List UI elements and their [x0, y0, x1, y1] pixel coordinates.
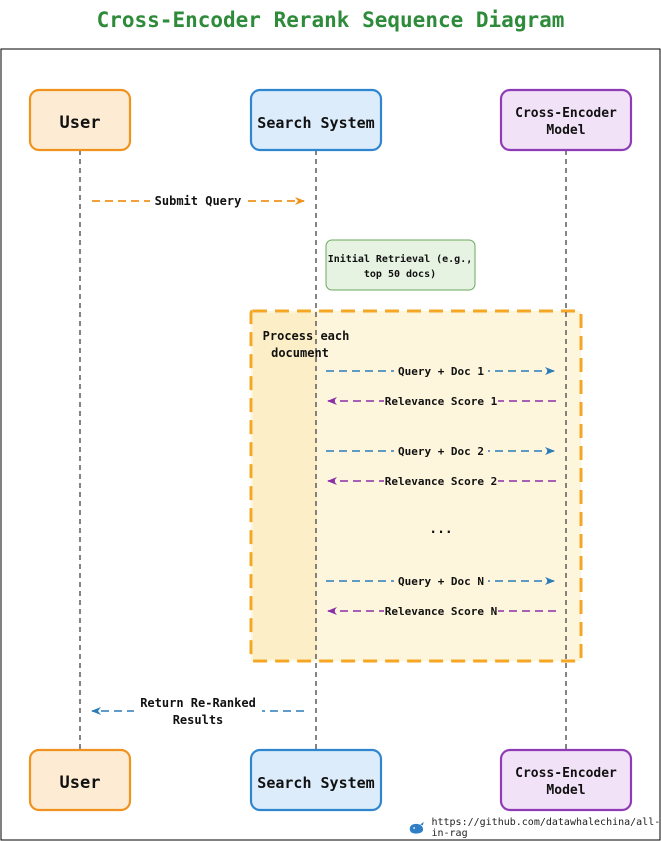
participant-user-bottom-label: User [60, 773, 101, 793]
label-score-2: Relevance Score 2 [385, 475, 498, 488]
loop-label-area [253, 313, 317, 659]
diagram-title: Cross-Encoder Rerank Sequence Diagram [96, 8, 565, 32]
participant-model-top-label2: Model [546, 123, 585, 138]
loop-label-line2: document [271, 346, 329, 360]
whale-icon [409, 821, 424, 834]
participant-model-top-label1: Cross-Encoder [515, 106, 617, 121]
participant-user-top: User [28, 88, 132, 152]
participant-user-top-label: User [60, 113, 101, 133]
footer-watermark: https://github.com/datawhalechina/all-in… [408, 817, 661, 839]
note-initial-retrieval-line2: top 50 docs) [364, 269, 436, 280]
label-return-line2: Results [173, 713, 224, 727]
participant-model-bottom-label2: Model [546, 783, 585, 798]
participant-model-top: Cross-Encoder Model [499, 88, 633, 152]
diagram-frame [0, 48, 661, 841]
participant-search-top-label: Search System [257, 114, 374, 132]
note-initial-retrieval-line1: Initial Retrieval (e.g., [328, 253, 473, 265]
label-submit-query: Submit Query [155, 194, 242, 208]
footer-url[interactable]: https://github.com/datawhalechina/all-in… [431, 817, 661, 839]
label-query-doc-1: Query + Doc 1 [398, 365, 484, 378]
loop-label-line1: Process each [263, 329, 350, 343]
participant-model-bottom-label1: Cross-Encoder [515, 766, 617, 781]
participant-search-top: Search System [249, 88, 383, 152]
participant-search-bottom-label: Search System [257, 774, 374, 792]
participant-user-bottom: User [28, 748, 132, 812]
label-query-doc-n: Query + Doc N [398, 575, 484, 588]
note-initial-retrieval: Initial Retrieval (e.g., top 50 docs) [325, 239, 476, 291]
label-score-n: Relevance Score N [385, 605, 498, 618]
label-score-1: Relevance Score 1 [385, 395, 498, 408]
label-ellipsis: ... [429, 522, 452, 537]
participant-model-bottom: Cross-Encoder Model [499, 748, 633, 812]
participant-search-bottom: Search System [249, 748, 383, 812]
label-return-line1: Return Re-Ranked [140, 696, 256, 710]
label-query-doc-2: Query + Doc 2 [398, 445, 484, 458]
